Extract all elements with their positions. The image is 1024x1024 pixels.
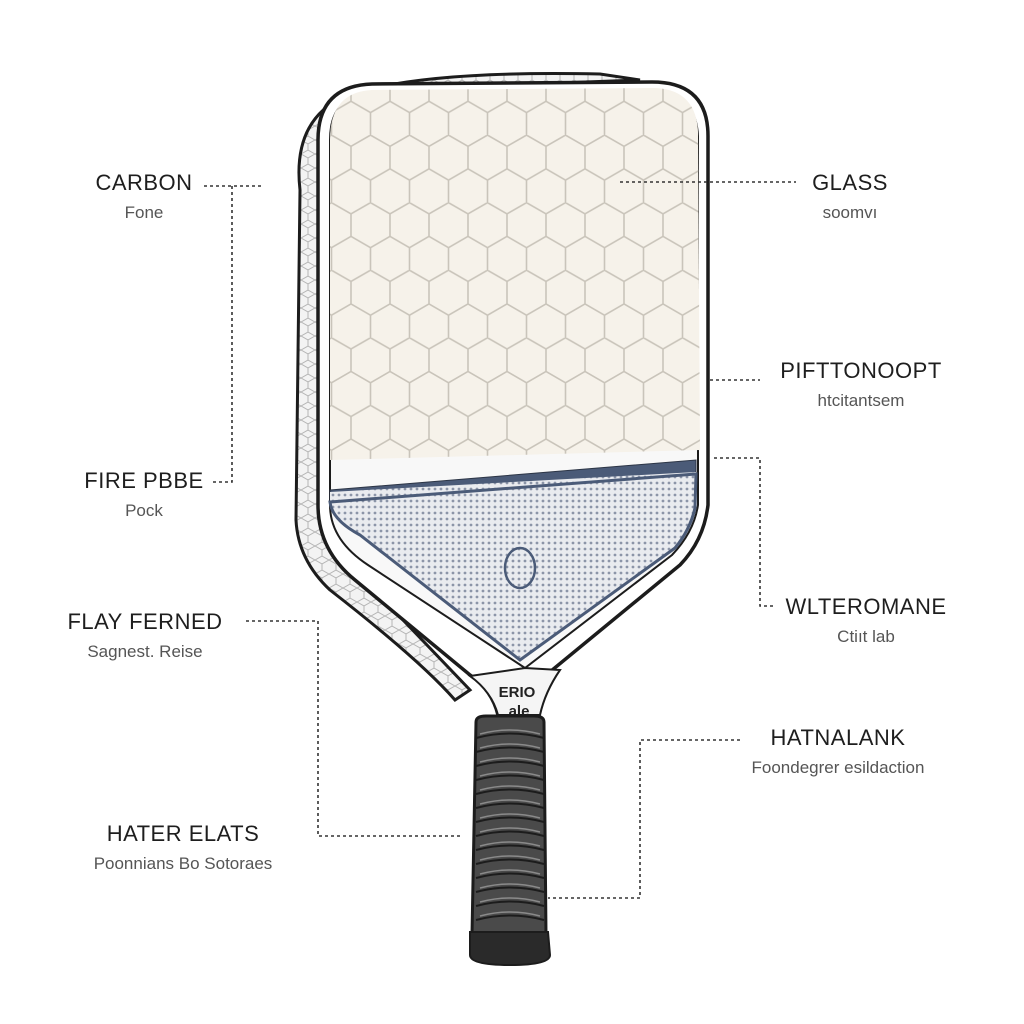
leader-carbon: [204, 185, 264, 483]
label-hatnalank-title: HATNALANK: [770, 725, 906, 750]
label-fire-pbbe-title: FIRE PBBE: [84, 468, 204, 493]
grip-wrap-line: [475, 886, 545, 893]
grip-wrap-line: [475, 830, 545, 837]
label-glass-title: GLASS: [812, 170, 888, 195]
grip-wrap-line: [475, 802, 545, 809]
leader-flay-ferned: [246, 620, 460, 837]
label-wlteromane-subtitle: Ctiıt lab: [837, 627, 895, 646]
grip-wrap-highlight: [479, 785, 541, 791]
label-carbon: CARBON Fone: [64, 170, 224, 224]
grip-wrap-line: [475, 900, 545, 907]
grip-wrap-highlight: [479, 855, 541, 861]
grip-wrap-line: [475, 774, 545, 781]
grip-wrap-highlight: [479, 771, 541, 777]
label-fire-pbbe-subtitle: Pock: [125, 501, 163, 520]
grip-wrap-highlight: [479, 897, 541, 903]
grip-wrap-line: [475, 732, 545, 739]
grip-wrap-line: [475, 816, 545, 823]
label-flay-ferned-subtitle: Sagnest. Reise: [87, 642, 203, 661]
grip-wrap-line: [475, 788, 545, 795]
grip-wrap-line: [475, 872, 545, 879]
label-pifttonoopt-subtitle: htcitantsem: [817, 391, 905, 410]
label-hater-elats-subtitle: Poonnians Bo Sotoraes: [93, 854, 273, 873]
label-flay-ferned: FLAY FERNED Sagnest. Reise: [48, 609, 242, 663]
grip-wrap-highlight: [479, 743, 541, 749]
grip-wrap-line: [475, 844, 545, 851]
label-hater-elats: HATER ELATS Poonnians Bo Sotoraes: [70, 821, 296, 875]
label-carbon-subtitle: Fone: [124, 203, 164, 222]
center-logo: [503, 546, 537, 590]
honeycomb-face: [330, 88, 700, 460]
grip-wrap-line: [475, 760, 545, 767]
grip-wrap-line: [475, 858, 545, 865]
grip-wrap-line: [475, 914, 545, 921]
grip-wrap-highlight: [479, 757, 541, 763]
paddle-neck: [467, 666, 562, 716]
grip-wrap-highlight: [479, 911, 541, 917]
grip-wrap-highlight: [479, 799, 541, 805]
label-glass-subtitle: soomvı: [822, 203, 878, 222]
label-fire-pbbe: FIRE PBBE Pock: [64, 468, 224, 522]
grip-handle: [470, 714, 548, 937]
grip-wrap-highlight: [479, 813, 541, 819]
label-hatnalank: HATNALANK Foondegrer esildaction: [726, 725, 950, 779]
label-wlteromane-title: WLTEROMANE: [785, 594, 947, 619]
end-cap: [469, 931, 552, 967]
grip-wrap-highlight: [479, 883, 541, 889]
leader-hatnalank: [548, 739, 740, 899]
label-carbon-title: CARBON: [95, 170, 193, 195]
grip-wrap-highlight: [479, 869, 541, 875]
grip-wrap-highlight: [479, 827, 541, 833]
label-flay-ferned-title: FLAY FERNED: [67, 609, 223, 634]
leader-lines: [204, 181, 796, 899]
label-glass: GLASS soomvı: [790, 170, 910, 224]
grip-wrap-line: [475, 746, 545, 753]
leader-wlteromane: [714, 457, 774, 607]
label-pifttonoopt-title: PIFTTONOOPT: [780, 358, 942, 383]
grip-wrap-highlight: [479, 841, 541, 847]
label-hatnalank-subtitle: Foondegrer esildaction: [751, 758, 925, 777]
grip-wrap-highlight: [479, 729, 541, 735]
label-pifttonoopt: PIFTTONOOPT htcitantsem: [766, 358, 956, 412]
label-hater-elats-title: HATER ELATS: [106, 821, 260, 846]
handle-brand-line1: ERIO: [499, 684, 536, 701]
label-wlteromane: WLTEROMANE Ctiıt lab: [776, 594, 956, 648]
